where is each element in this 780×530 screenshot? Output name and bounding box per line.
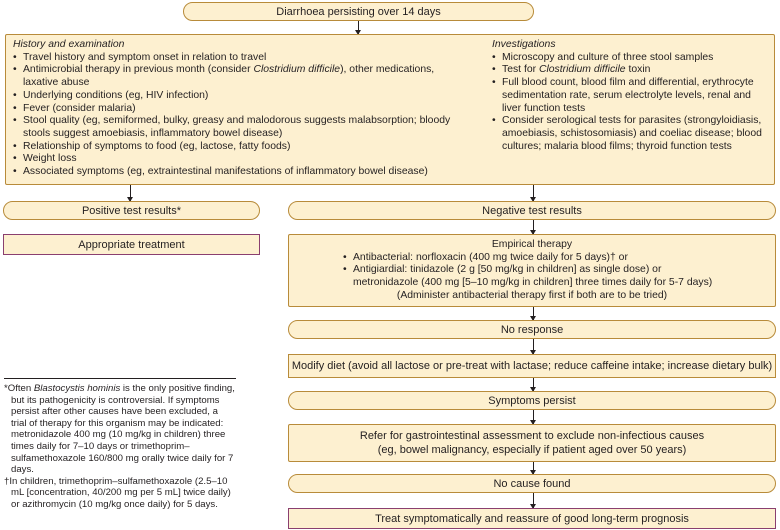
footnote-rule: [4, 378, 236, 379]
history-item: Antimicrobial therapy in previous month …: [13, 64, 451, 89]
history-item: Travel history and symptom onset in rela…: [13, 52, 451, 65]
no-cause-node: No cause found: [288, 474, 776, 493]
arrow-to-empirical: [530, 220, 536, 235]
empirical-therapy-node: Empirical therapy Antibacterial: norflox…: [288, 234, 776, 307]
arrow-start-to-assessment: [355, 21, 361, 35]
refer-node: Refer for gastrointestinal assessment to…: [288, 424, 776, 462]
investigations-section: Investigations Microscopy and culture of…: [492, 39, 770, 153]
history-item: Relationship of symptoms to food (eg, la…: [13, 141, 451, 154]
appropriate-treatment-node: Appropriate treatment: [3, 234, 260, 255]
empirical-item: Antibacterial: norfloxacin (400 mg twice…: [343, 252, 713, 265]
investigation-item: Microscopy and culture of three stool sa…: [492, 52, 770, 65]
modify-diet-node: Modify diet (avoid all lactose or pre-tr…: [288, 354, 776, 378]
empirical-list: Antibacterial: norfloxacin (400 mg twice…: [343, 252, 713, 290]
no-response-label: No response: [500, 323, 564, 336]
footnotes: *Often Blastocystis hominis is the only …: [4, 378, 236, 511]
modify-diet-label: Modify diet (avoid all lactose or pre-tr…: [291, 360, 773, 372]
arrow-to-refer: [530, 410, 536, 425]
history-section: History and examination Travel history a…: [13, 39, 451, 179]
investigation-item: Test for Clostridium difficile toxin: [492, 64, 770, 77]
no-response-node: No response: [288, 320, 776, 339]
positive-results-label: Positive test results*: [81, 204, 182, 217]
history-list: Travel history and symptom onset in rela…: [13, 52, 451, 179]
start-node: Diarrhoea persisting over 14 days: [183, 2, 534, 21]
history-item: Associated symptoms (eg, extraintestinal…: [13, 166, 451, 179]
negative-results-node: Negative test results: [288, 201, 776, 220]
empirical-item: Antigiardial: tinidazole (2 g [50 mg/kg …: [343, 264, 713, 289]
treat-label: Treat symptomatically and reassure of go…: [375, 512, 689, 525]
history-item: Underlying conditions (eg, HIV infection…: [13, 90, 451, 103]
investigation-item: Full blood count, blood film and differe…: [492, 77, 770, 115]
footnote-dagger: †In children, trimethoprim–sulfamethoxaz…: [4, 475, 231, 510]
empirical-note: (Administer antibacterial therapy first …: [396, 289, 668, 301]
start-node-label: Diarrhoea persisting over 14 days: [276, 5, 441, 18]
investigations-list: Microscopy and culture of three stool sa…: [492, 52, 770, 154]
history-item: Weight loss: [13, 153, 451, 166]
investigation-item: Consider serological tests for parasites…: [492, 115, 770, 153]
refer-line-1: Refer for gastrointestinal assessment to…: [359, 430, 705, 442]
assessment-box: History and examination Travel history a…: [5, 34, 775, 185]
treat-node: Treat symptomatically and reassure of go…: [288, 508, 776, 529]
appropriate-treatment-label: Appropriate treatment: [78, 238, 185, 251]
footnote-asterisk: *Often Blastocystis hominis is the only …: [4, 383, 235, 476]
history-title: History and examination: [13, 39, 125, 50]
investigations-title: Investigations: [492, 39, 556, 50]
symptoms-persist-node: Symptoms persist: [288, 391, 776, 410]
positive-results-node: Positive test results*: [3, 201, 260, 220]
arrow-to-treat: [530, 493, 536, 509]
history-item: Stool quality (eg, semiformed, bulky, gr…: [13, 115, 451, 140]
arrow-to-no-cause: [530, 462, 536, 475]
no-cause-label: No cause found: [493, 477, 571, 490]
arrow-to-modify-diet: [530, 339, 536, 355]
symptoms-persist-label: Symptoms persist: [488, 394, 576, 407]
arrow-to-positive: [127, 185, 133, 202]
arrow-to-symptoms-persist: [530, 378, 536, 392]
refer-line-2: (eg, bowel malignancy, especially if pat…: [377, 444, 687, 456]
arrow-to-negative: [530, 185, 536, 202]
history-item: Fever (consider malaria): [13, 103, 451, 116]
negative-results-label: Negative test results: [482, 204, 582, 217]
empirical-title: Empirical therapy: [491, 239, 573, 250]
arrow-to-no-response: [530, 307, 536, 321]
